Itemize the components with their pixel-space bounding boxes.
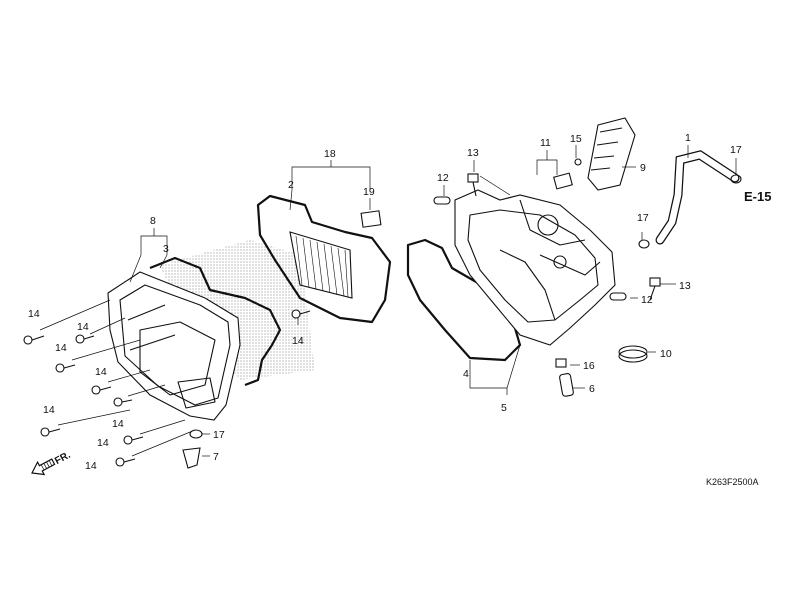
- label-10: 10: [660, 348, 672, 360]
- bolt-13-lower: [649, 277, 661, 301]
- label-8: 8: [150, 215, 156, 227]
- label-7: 7: [213, 451, 219, 463]
- label-13-lower: 13: [679, 280, 691, 292]
- intake-duct: [587, 117, 636, 191]
- label-14-i: 14: [292, 335, 304, 347]
- label-19: 19: [363, 186, 375, 198]
- label-1: 1: [685, 132, 691, 144]
- drain-plug: [559, 373, 574, 397]
- section-reference: E-15: [744, 189, 771, 204]
- label-14-h: 14: [85, 460, 97, 472]
- label-11: 11: [540, 137, 551, 149]
- label-3: 3: [163, 243, 169, 255]
- drain-tube: [182, 447, 201, 469]
- label-17-lower: 17: [213, 429, 225, 441]
- label-14-a: 14: [28, 308, 40, 320]
- label-12-upper: 12: [437, 172, 449, 184]
- sensor-11: [553, 172, 573, 190]
- label-13-upper: 13: [467, 147, 479, 159]
- front-direction-label: FR.: [53, 450, 73, 467]
- label-17-upper: 17: [730, 144, 742, 156]
- air-cleaner-element: [256, 194, 392, 324]
- tube-clip-lower: [638, 239, 650, 249]
- label-6: 6: [589, 383, 595, 395]
- label-14-g: 14: [97, 437, 109, 449]
- label-16: 16: [583, 360, 595, 372]
- cover-seal: [149, 256, 282, 387]
- leader-lines: [39, 145, 737, 457]
- air-cleaner-cover: [107, 271, 241, 421]
- label-4: 4: [463, 368, 469, 380]
- label-5: 5: [501, 402, 507, 414]
- label-17-middle: 17: [637, 212, 649, 224]
- grommet-12-lower: [609, 292, 627, 301]
- air-cleaner-case: [454, 189, 616, 346]
- label-15: 15: [570, 133, 582, 145]
- drain-cap: [555, 358, 567, 368]
- part-labels: 1 2 3 4 5 6 7 8 9 10 11 12 12 13 13 14 1…: [28, 132, 742, 472]
- grommet-12-upper: [433, 196, 451, 205]
- label-2: 2: [288, 179, 294, 191]
- label-9: 9: [640, 162, 646, 174]
- screws: [23, 309, 311, 467]
- bolt-15: [574, 158, 582, 166]
- label-14-e: 14: [43, 404, 55, 416]
- label-14-b: 14: [77, 321, 89, 333]
- hose-band: [618, 345, 648, 363]
- element-label-sticker: [360, 210, 382, 228]
- label-18: 18: [324, 148, 336, 160]
- diagram-code: K263F2500A: [706, 477, 759, 487]
- label-12-lower: 12: [641, 294, 653, 306]
- front-direction-arrow: FR.: [31, 450, 73, 476]
- exploded-shading: [160, 240, 315, 380]
- label-14-f: 14: [112, 418, 124, 430]
- bolt-13-upper: [467, 173, 479, 197]
- label-14-d: 14: [95, 366, 107, 378]
- label-14-c: 14: [55, 342, 67, 354]
